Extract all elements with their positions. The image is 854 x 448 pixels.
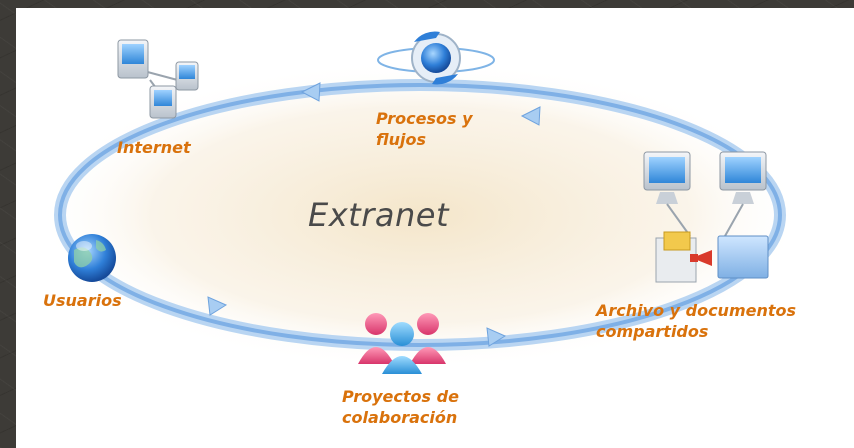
ring-arrow-top-left [300,82,321,102]
internet-label: Internet [117,137,191,158]
shared-files-icon [643,151,769,283]
users-label-line1: Usuarios [43,291,122,310]
files-label-line1: Archivo y documentos [596,301,797,320]
projects-label: Proyectos de colaboración [342,386,459,428]
files-label: Archivo y documentos compartidos [596,300,796,342]
globe-icon [68,234,116,282]
diagram-title: Extranet [308,196,449,234]
processes-label: Procesos y flujos [376,108,473,150]
user-group-icon [358,313,446,374]
processes-label-line1: Procesos y [376,109,473,128]
computers-network-icon [117,39,199,119]
projects-label-line2: colaboración [342,408,458,427]
ring-arrow-bottom-left [207,296,228,316]
internet-label-line1: Internet [117,138,191,157]
background-glow [35,60,805,370]
processes-label-line2: flujos [376,130,426,149]
users-label: Usuarios [43,290,122,311]
projects-label-line1: Proyectos de [342,387,459,406]
ring-arrow-bottom-right [486,327,507,347]
files-label-line2: compartidos [596,322,709,341]
sync-globe-icon [377,31,495,85]
cycle-ring-highlight [58,83,782,347]
ring-arrow-top-right [520,106,541,126]
